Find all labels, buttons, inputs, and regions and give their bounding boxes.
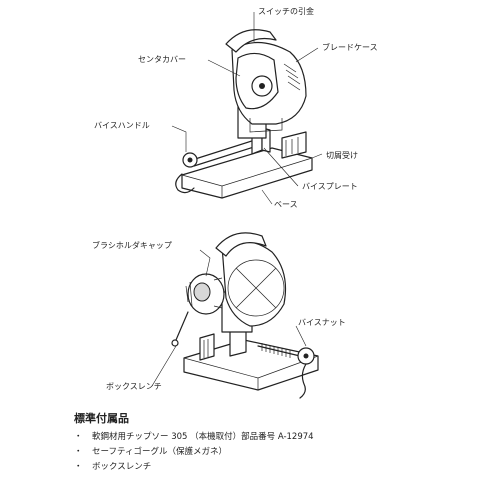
- label-box-wrench: ボックスレンチ: [106, 382, 162, 391]
- label-vise-handle: バイスハンドル: [94, 121, 150, 130]
- accessories-title: 標準付属品: [74, 412, 129, 425]
- switch-handle-2: [215, 232, 267, 257]
- switch-handle: [225, 29, 277, 53]
- label-vise-nut: バイスナット: [298, 318, 346, 327]
- label-brush-holder-cap: ブラシホルダキャップ: [92, 240, 172, 250]
- label-vise-plate: バイスプレート: [302, 182, 358, 191]
- label-switch-lever: スイッチの引金: [258, 6, 314, 16]
- base-body: [181, 147, 313, 199]
- chip-receiver-part: [281, 131, 307, 159]
- box-wrench-part: [175, 311, 189, 341]
- figure1-leaders: [171, 12, 323, 205]
- figure2-leaders: [151, 249, 307, 387]
- list-item: ボックスレンチ: [74, 460, 474, 475]
- cut-off-machine-front-view: [175, 29, 313, 199]
- list-item: セーフティゴーグル（保護メガネ）: [74, 445, 474, 460]
- blade-guard-2: [221, 240, 287, 327]
- accessories-list: 軟鋼材用チップソー 305 （本機取付）部品番号 A-12974 セーフティゴー…: [74, 430, 474, 475]
- vise-screw: [257, 343, 301, 358]
- label-base: ベース: [274, 200, 298, 209]
- cut-off-machine-side-view: [171, 232, 319, 399]
- list-item: 軟鋼材用チップソー 305 （本機取付）部品番号 A-12974: [74, 430, 474, 445]
- brush-holder-cap-part: [193, 282, 211, 302]
- label-chip-receiver: 切屑受け: [326, 150, 358, 160]
- label-blade-case: ブレードケース: [322, 42, 378, 52]
- standard-accessories: 標準付属品 軟鋼材用チップソー 305 （本機取付）部品番号 A-12974 セ…: [74, 410, 474, 475]
- label-center-cover: センタカバー: [138, 55, 186, 64]
